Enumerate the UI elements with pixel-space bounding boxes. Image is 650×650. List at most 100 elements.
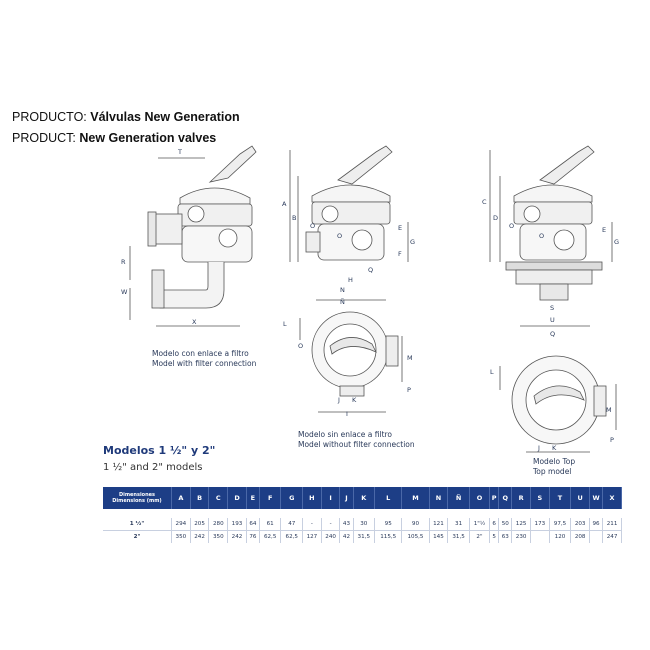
table-cell: 47	[280, 518, 304, 531]
dim-label-p: P	[407, 386, 411, 394]
table-cell: 42	[339, 530, 354, 543]
table-cell: 63	[498, 530, 513, 543]
table-cell: 115,5	[374, 530, 403, 543]
table-cell	[589, 530, 604, 543]
table-cell: 211	[602, 518, 622, 531]
table-cell: 2"	[469, 530, 491, 543]
table-cell: 350	[208, 530, 229, 543]
table-header-col: P	[489, 487, 500, 509]
dim-label-k: K	[352, 396, 357, 404]
table-cell: 193	[227, 518, 247, 531]
dim-label-e2: E	[602, 226, 606, 234]
table-cell: 145	[429, 530, 449, 543]
table-cell: 76	[246, 530, 260, 543]
caption-nofilter-model: Modelo sin enlace a filtro Model without…	[298, 430, 415, 449]
dim-label-t: T	[177, 148, 182, 156]
table-cell: 203	[570, 518, 591, 531]
valve-drawing-nofilter-front	[289, 145, 409, 301]
table-gap-row	[103, 509, 622, 518]
table-cell: -	[302, 518, 322, 531]
table-header-col: H	[302, 487, 322, 509]
table-cell: 5	[489, 530, 500, 543]
table-cell: 240	[321, 530, 341, 543]
dim-label-q2: Q	[550, 330, 555, 338]
table-cell: 6	[489, 518, 500, 531]
table-header-col: G	[280, 487, 304, 509]
dim-label-k2: K	[552, 444, 557, 452]
table-header-col: K	[353, 487, 376, 509]
table-header-col: C	[208, 487, 229, 509]
table-row-label: 2"	[103, 530, 172, 543]
dim-label-n: N	[340, 286, 345, 294]
table-cell: 127	[302, 530, 322, 543]
dim-label-o3: O	[298, 342, 303, 350]
table-header-col: Ñ	[447, 487, 470, 509]
dim-label-u: U	[550, 316, 555, 324]
table-header-col: U	[570, 487, 591, 509]
table-header-col: L	[374, 487, 403, 509]
table-cell: 61	[259, 518, 282, 531]
dim-label-e: E	[398, 224, 402, 232]
table-header-col: I	[321, 487, 341, 509]
dim-label-o4: O	[509, 222, 514, 230]
table-header-col: X	[602, 487, 622, 509]
dim-label-l2: L	[490, 368, 494, 376]
table-header-col: J	[339, 487, 354, 509]
table-cell: 242	[227, 530, 247, 543]
dim-label-b: B	[292, 214, 296, 222]
table-header-col: A	[171, 487, 191, 509]
table-cell: 31,5	[353, 530, 376, 543]
table-cell: 64	[246, 518, 260, 531]
valve-drawing-top-view	[499, 355, 617, 453]
dim-label-o1: O	[310, 222, 315, 230]
table-cell: 208	[570, 530, 591, 543]
table-cell: 31	[447, 518, 470, 531]
table-cell: 105,5	[401, 530, 430, 543]
table-cell: 62,5	[280, 530, 304, 543]
dim-label-s: S	[550, 304, 554, 312]
dim-label-i: I	[346, 410, 348, 418]
valve-drawing-nofilter-top	[299, 311, 403, 413]
dim-label-g2: G	[614, 238, 619, 246]
dim-label-j: J	[337, 396, 340, 404]
dim-label-m: M	[407, 354, 413, 362]
table-cell: 43	[339, 518, 354, 531]
table-cell: 62,5	[259, 530, 282, 543]
dim-label-ntilde: Ñ	[340, 297, 345, 306]
table-cell: 242	[190, 530, 210, 543]
dim-label-a: A	[282, 200, 287, 208]
models-heading-en: 1 ½" and 2" models	[103, 462, 203, 473]
dim-label-p2: P	[610, 436, 614, 444]
table-header-col: T	[549, 487, 572, 509]
table-header-dimensions: Dimensiones Dimensions (mm)	[103, 487, 172, 509]
table-header-col: N	[429, 487, 449, 509]
table-cell: 280	[208, 518, 229, 531]
dim-label-h: H	[348, 276, 353, 284]
valve-drawing-filter	[129, 145, 257, 327]
table-cell: 97,5	[549, 518, 572, 531]
table-row-label: 1 ½"	[103, 518, 172, 531]
table-cell: 1"½	[469, 518, 491, 531]
table-cell: 120	[549, 530, 572, 543]
caption-filter-model: Modelo con enlace a filtro Model with fi…	[152, 349, 257, 368]
dim-label-x: X	[192, 318, 197, 326]
table-cell: 121	[429, 518, 449, 531]
table-cell: 294	[171, 518, 191, 531]
table-cell: 30	[353, 518, 376, 531]
dim-label-o5: O	[539, 232, 544, 240]
dim-label-q: Q	[368, 266, 373, 274]
table-cell: 31,5	[447, 530, 470, 543]
table-header-col: B	[190, 487, 210, 509]
dim-label-m2: M	[606, 406, 612, 414]
table-header-col: O	[469, 487, 491, 509]
table-cell: 230	[511, 530, 531, 543]
table-header-col: D	[227, 487, 247, 509]
dim-label-l: L	[283, 320, 287, 328]
product-title-en: PRODUCT: New Generation valves	[12, 131, 217, 145]
dim-label-o2: O	[337, 232, 342, 240]
valve-drawing-top-front	[489, 145, 613, 327]
